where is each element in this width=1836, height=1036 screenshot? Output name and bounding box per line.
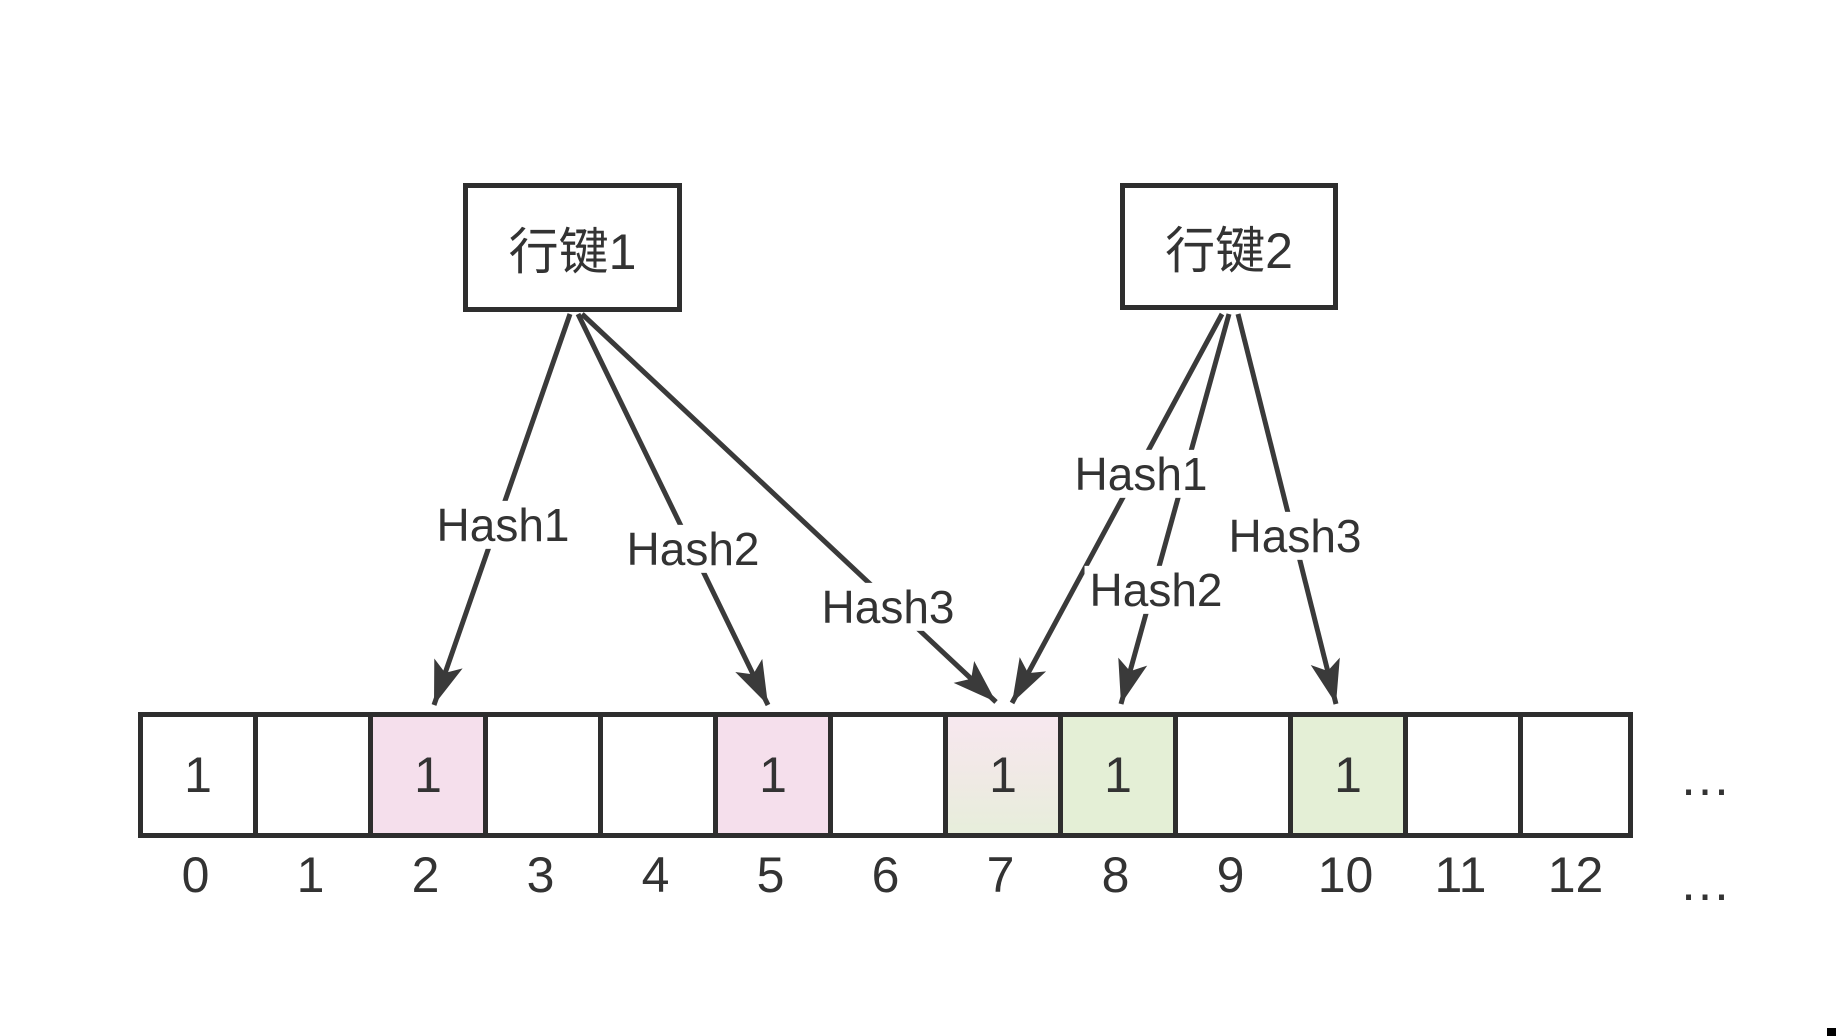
bit-cell-8: 1	[1058, 712, 1173, 838]
hash-label-key1-hash2: Hash2	[621, 525, 765, 573]
index-label-3: 3	[526, 847, 555, 903]
bit-cell-3	[483, 712, 598, 838]
index-continues-ellipsis: …	[1679, 854, 1735, 912]
index-row: 0 1 2 3 4 5 6 7 8 9 10 11 12	[138, 850, 1633, 900]
hash-label-key1-hash3: Hash3	[816, 583, 960, 631]
index-label-8: 8	[1101, 847, 1130, 903]
row-key-1-box: 行键1	[463, 183, 682, 312]
index-label-9: 9	[1216, 847, 1245, 903]
index-label-11: 11	[1434, 847, 1487, 903]
index-label-5: 5	[756, 847, 785, 903]
bit-cell-5: 1	[713, 712, 828, 838]
bit-cell-4	[598, 712, 713, 838]
row-key-1-label: 行键1	[508, 223, 637, 280]
arrow-key2-hash1	[1009, 312, 1225, 705]
bit-cell-6	[828, 712, 943, 838]
index-label-7: 7	[986, 847, 1015, 903]
bit-array: 1 1 1 1 1 1	[138, 712, 1633, 838]
index-label-4: 4	[641, 847, 670, 903]
hash-label-key2-hash1: Hash1	[1069, 450, 1213, 498]
bit-cell-11	[1403, 712, 1518, 838]
index-label-0: 0	[181, 847, 210, 903]
array-continues-ellipsis: …	[1679, 749, 1735, 807]
hash-label-key2-hash3: Hash3	[1223, 512, 1367, 560]
hash-label-key2-hash2: Hash2	[1084, 566, 1228, 614]
bit-cell-1	[253, 712, 368, 838]
arrow-key1-hash2	[575, 312, 771, 707]
corner-artifact	[1827, 1028, 1836, 1036]
arrow-key2-hash3	[1235, 313, 1340, 705]
arrow-key1-hash3	[580, 312, 998, 704]
index-label-6: 6	[871, 847, 900, 903]
index-label-1: 1	[296, 847, 325, 903]
row-key-2-box: 行键2	[1120, 183, 1338, 310]
hash-label-key1-hash1: Hash1	[431, 501, 575, 549]
bit-cell-2: 1	[368, 712, 483, 838]
bit-cell-12	[1518, 712, 1633, 838]
row-key-2-label: 行键2	[1165, 222, 1293, 279]
bit-cell-9	[1173, 712, 1288, 838]
index-label-12: 12	[1547, 847, 1604, 903]
bit-cell-10: 1	[1288, 712, 1403, 838]
bit-cell-0: 1	[138, 712, 253, 838]
bit-cell-7: 1	[943, 712, 1058, 838]
arrow-key2-hash2	[1118, 313, 1232, 705]
index-label-2: 2	[411, 847, 440, 903]
index-label-10: 10	[1317, 847, 1374, 903]
